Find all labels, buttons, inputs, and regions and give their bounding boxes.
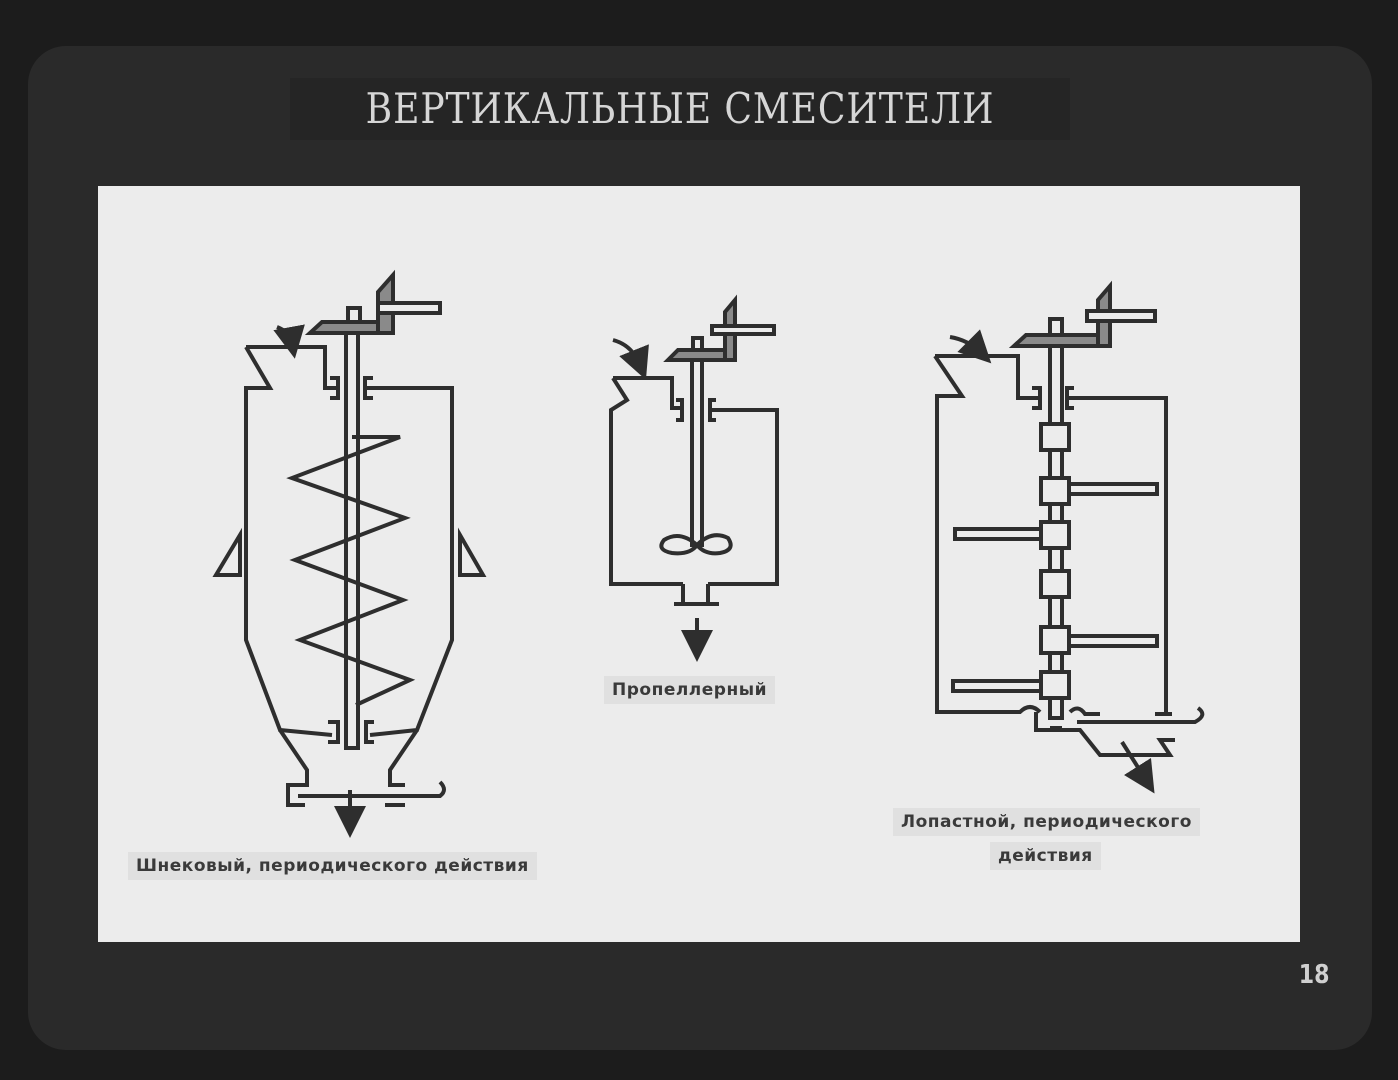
loading-hopper xyxy=(244,324,338,737)
loading-hopper xyxy=(933,329,1042,714)
caption-paddle-mixer-line2: действия xyxy=(990,842,1101,870)
caption-paddle-mixer-line1: Лопастной, периодического xyxy=(893,808,1200,836)
propeller-mixer xyxy=(609,294,779,662)
loading-hopper xyxy=(609,338,683,586)
bevel-gear-drive xyxy=(663,294,776,362)
shaft-seal xyxy=(328,376,454,744)
discharge-gate xyxy=(1034,706,1205,757)
shaft xyxy=(690,358,704,547)
caption-screw-mixer: Шнековый, периодического действия xyxy=(128,852,537,880)
screw-mixer xyxy=(212,269,487,838)
caption-propeller-mixer: Пропеллерный xyxy=(604,676,775,704)
discharge-gate xyxy=(278,728,446,807)
helical-screw xyxy=(286,435,416,707)
bevel-gear-drive xyxy=(1008,280,1157,348)
discharge-pipe xyxy=(674,584,719,606)
bevel-gear-drive xyxy=(304,269,442,335)
mounting-brackets xyxy=(212,527,487,577)
discharge-arrow xyxy=(1120,740,1155,794)
title-background xyxy=(290,78,1070,140)
paddles xyxy=(951,482,1159,693)
slide-title: ВЕРТИКАЛЬНЫЕ СМЕСИТЕЛИ xyxy=(365,84,995,133)
propeller xyxy=(659,533,733,556)
shaft-seal xyxy=(1032,386,1168,712)
paddle-mixer xyxy=(933,280,1205,794)
page-number: 18 xyxy=(1298,960,1330,990)
shaft-seal xyxy=(676,398,779,586)
